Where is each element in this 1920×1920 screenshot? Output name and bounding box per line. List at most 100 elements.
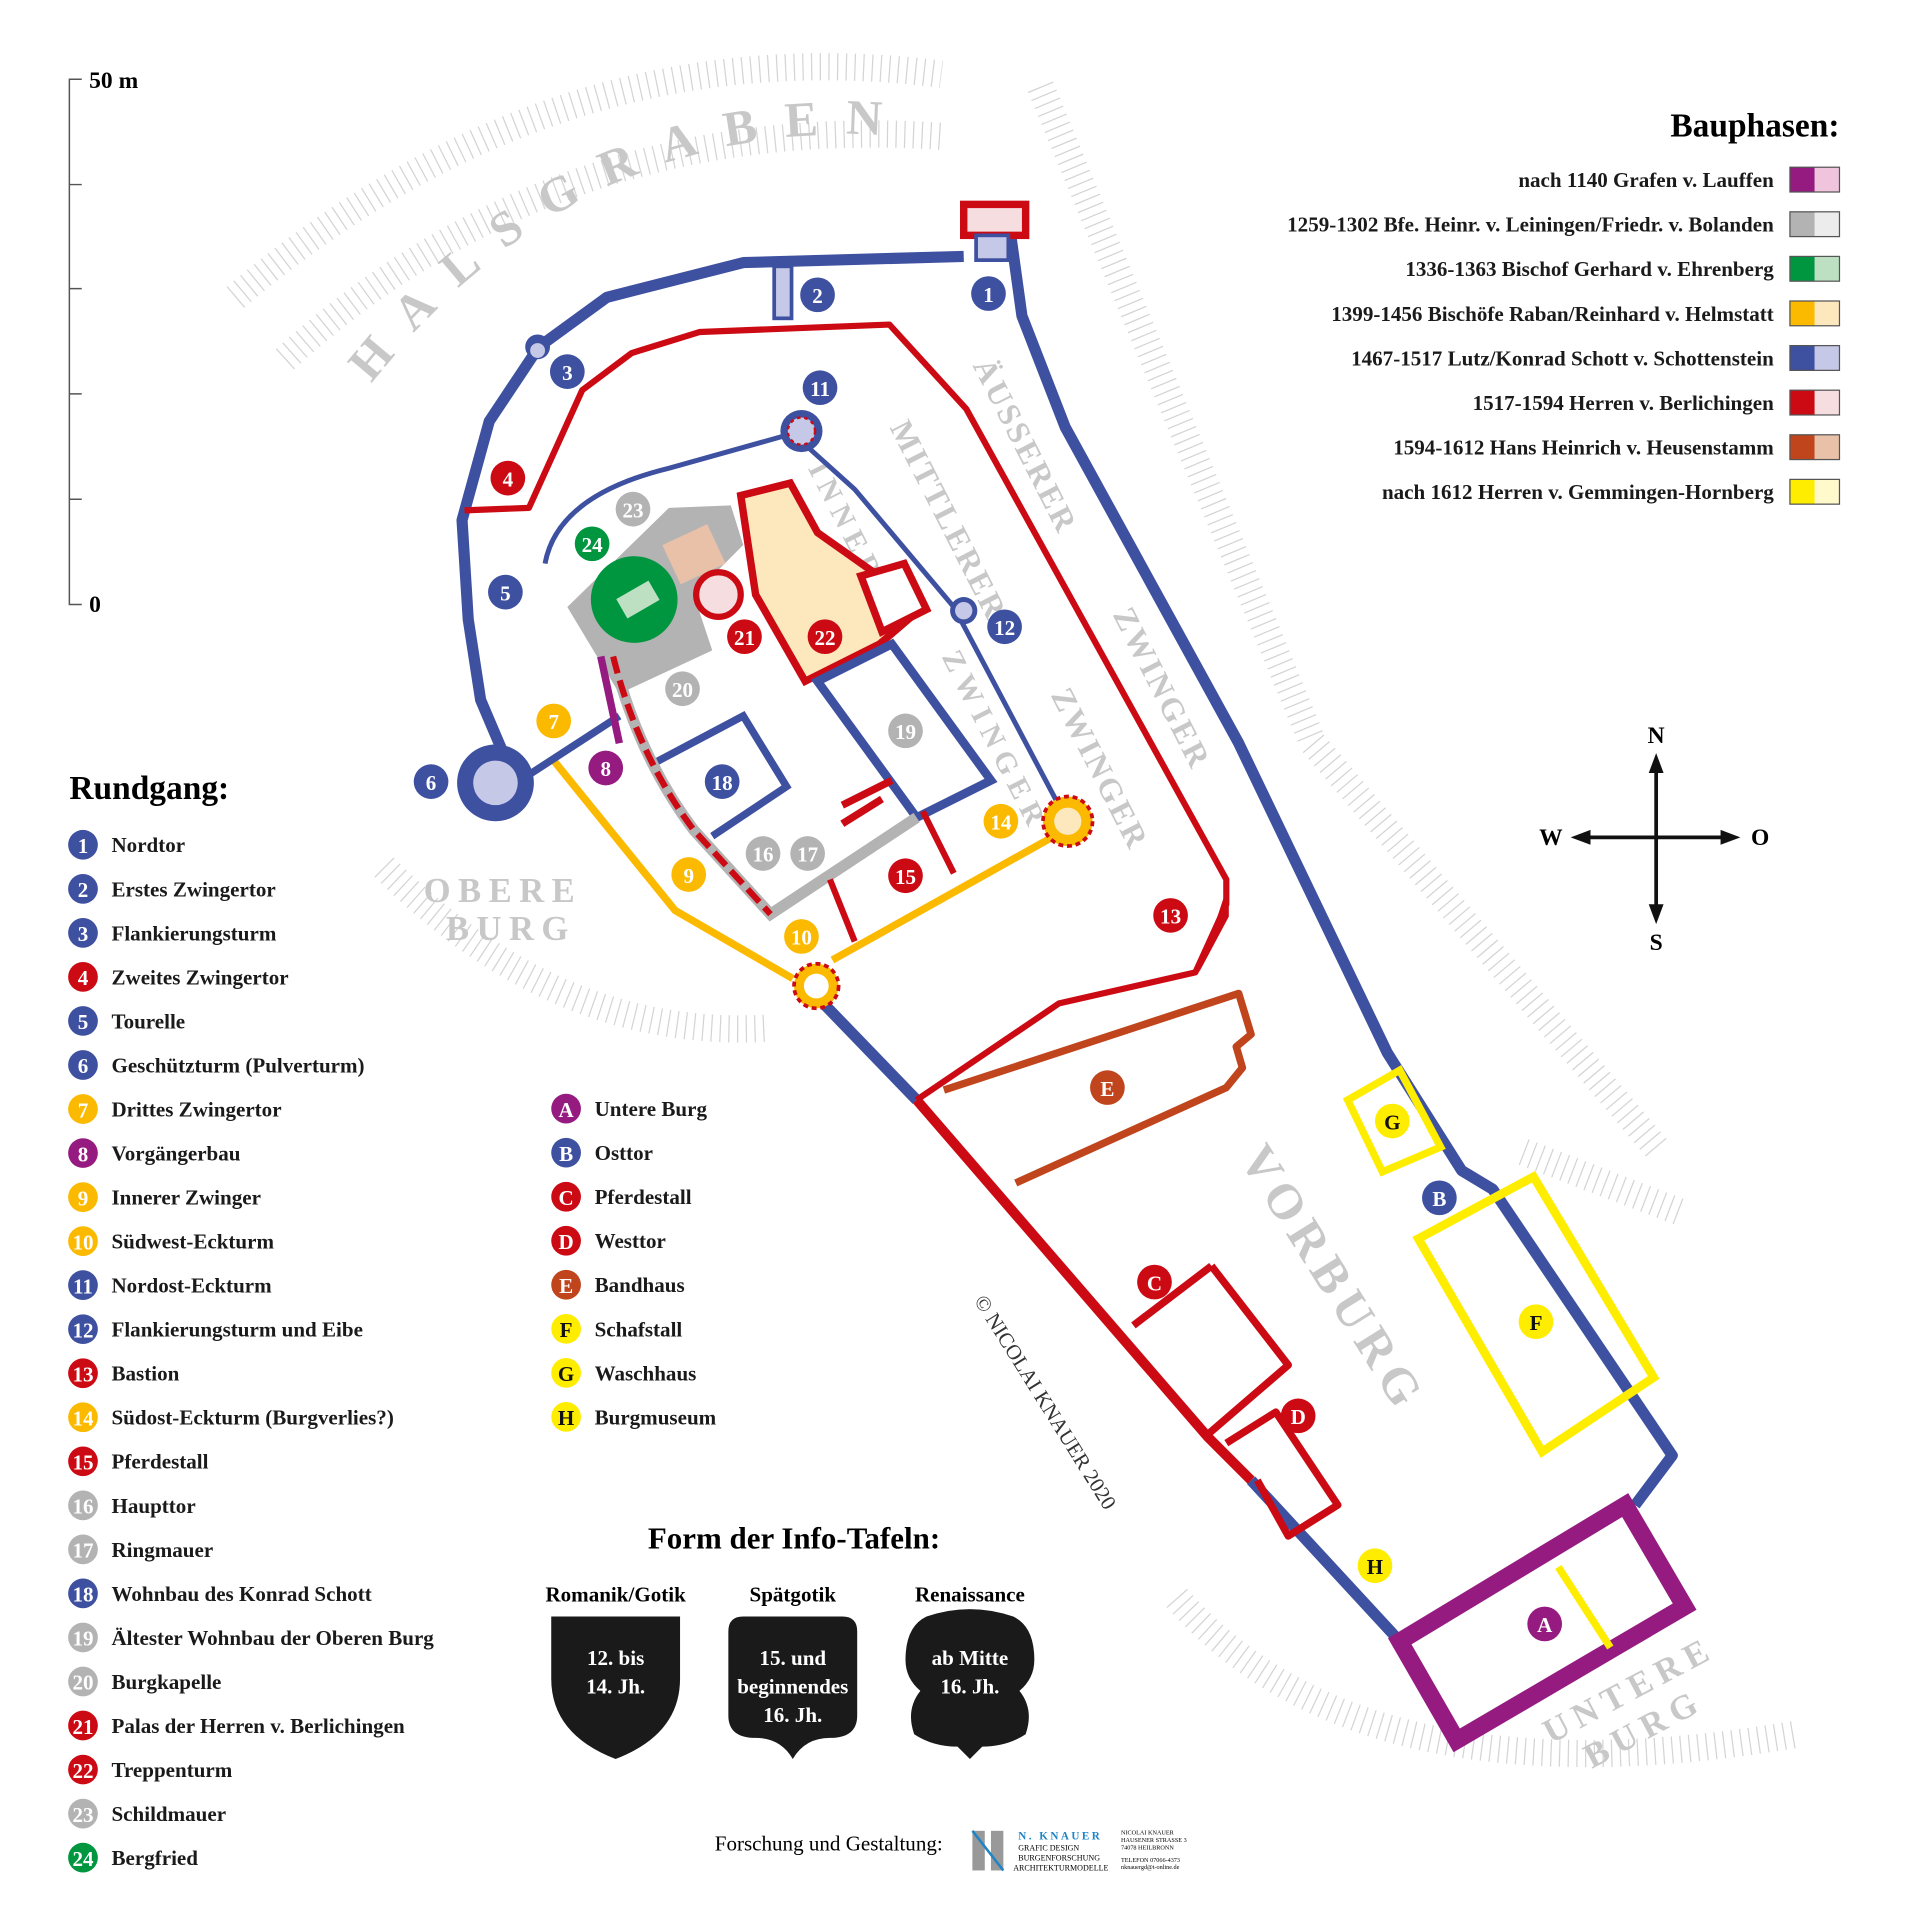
marker-circle <box>68 1490 98 1521</box>
legend-label: Tourelle <box>111 1009 185 1033</box>
legend-marker: 1 <box>68 829 98 860</box>
marker-label: 19 <box>72 1627 93 1651</box>
marker-circle <box>68 1270 98 1301</box>
marker-label: 2 <box>812 284 823 308</box>
map-marker-f: F <box>1518 1304 1554 1340</box>
map-marker-14: 14 <box>983 803 1019 839</box>
marker-circle <box>68 1094 98 1124</box>
marker-label: 18 <box>712 771 733 795</box>
bauphase-item: 1336-1363 Bischof Gerhard v. Ehrenberg <box>1405 255 1841 282</box>
legend-marker: 7 <box>68 1094 98 1124</box>
bauphase-label: nach 1140 Grafen v. Lauffen <box>1518 168 1774 192</box>
legend-marker: 9 <box>68 1182 98 1212</box>
marker-circle <box>551 1181 581 1212</box>
logo-line: BURGENFORSCHUNG <box>1018 1854 1100 1863</box>
marker-circle <box>68 1578 98 1609</box>
marker-circle <box>1280 1398 1316 1434</box>
legend-label: Vorgängerbau <box>111 1141 240 1165</box>
map-marker-22: 22 <box>807 619 843 655</box>
scale-bottom-label: 0 <box>89 592 101 618</box>
tafel-line: 15. und <box>759 1646 826 1670</box>
swatch-light <box>1814 345 1840 371</box>
marker-label: 13 <box>72 1362 93 1386</box>
legend-marker: 3 <box>68 918 98 948</box>
swatch-dark <box>1789 479 1815 505</box>
marker-label: 1 <box>983 283 994 307</box>
legend-label: Flankierungsturm und Eibe <box>111 1318 362 1342</box>
legend-label: Schildmauer <box>111 1802 226 1826</box>
legend-label: Untere Burg <box>595 1097 708 1121</box>
legend-label: Südwest-Eckturm <box>111 1230 274 1254</box>
map-marker-d: D <box>1280 1398 1316 1434</box>
map-marker-10: 10 <box>784 919 819 954</box>
marker-circle <box>983 803 1019 839</box>
slope-hatching <box>226 53 1799 1768</box>
swatch-light <box>1814 479 1840 505</box>
marker-circle <box>488 574 523 610</box>
legend-label: Westtor <box>595 1229 666 1253</box>
swatch-dark <box>1789 301 1815 326</box>
marker-circle <box>574 526 610 562</box>
bauphase-item: 1594-1612 Hans Heinrich v. Heusenstamm <box>1393 434 1841 461</box>
marker-label: 14 <box>990 811 1012 835</box>
label-halsgraben: HALSGRABEN <box>337 90 910 391</box>
address-block: NICOLAI KNAUER HAUSENER STRASSE 3 74078 … <box>1121 1830 1187 1872</box>
copyright-text: © NICOLAI KNAUER 2020 <box>969 1291 1121 1514</box>
legend-marker: 5 <box>68 1006 98 1036</box>
marker-circle <box>671 857 707 892</box>
legend-label: Zweites Zwingertor <box>111 965 288 989</box>
legend-label: Pferdestall <box>111 1450 208 1474</box>
marker-circle <box>615 491 651 527</box>
marker-label: 22 <box>72 1759 93 1783</box>
legend-marker: F <box>551 1313 581 1344</box>
legend-label: Bandhaus <box>595 1273 685 1297</box>
bauphase-label: 1517-1594 Herren v. Berlichingen <box>1473 391 1775 415</box>
marker-label: 22 <box>814 626 835 650</box>
legend-marker: 14 <box>68 1402 98 1433</box>
marker-label: G <box>1384 1110 1400 1134</box>
marker-circle <box>1527 1606 1563 1642</box>
address-line: 74078 HEILBRONN <box>1121 1844 1174 1851</box>
marker-circle <box>68 1798 98 1829</box>
marker-circle <box>68 1006 98 1036</box>
legend-marker: E <box>551 1269 581 1300</box>
map-marker-4: 4 <box>490 460 526 496</box>
marker-circle <box>68 1754 98 1785</box>
bauphasen-legend: Bauphasen: nach 1140 Grafen v. Lauffen12… <box>1287 107 1841 505</box>
shield-icon <box>551 1616 681 1759</box>
marker-label: 7 <box>78 1098 89 1122</box>
address-line: TELEFON 07066-4373 <box>1121 1857 1180 1864</box>
legend-marker: 13 <box>68 1358 98 1389</box>
map-marker-7: 7 <box>536 703 572 739</box>
marker-circle <box>987 609 1022 645</box>
map-marker-9: 9 <box>671 857 707 892</box>
legend-item-e: E Bandhaus <box>551 1269 685 1300</box>
scale-bar: 50 m 0 <box>68 68 139 618</box>
marker-circle <box>68 1138 98 1168</box>
map-marker-g: G <box>1374 1103 1410 1139</box>
map-marker-18: 18 <box>704 764 740 799</box>
legend-marker: 18 <box>68 1578 98 1609</box>
marker-label: 18 <box>72 1583 93 1607</box>
address-line: nknauergd@t-online.de <box>1121 1864 1180 1871</box>
map-marker-13: 13 <box>1153 898 1188 933</box>
marker-label: D <box>1291 1405 1306 1429</box>
swatch-light <box>1814 167 1840 192</box>
legend-label: Pferdestall <box>595 1185 692 1209</box>
marker-label: B <box>559 1142 573 1166</box>
tafel-line: beginnendes <box>737 1674 848 1698</box>
bauphase-item: nach 1612 Herren v. Gemmingen-Hornberg <box>1382 478 1841 505</box>
